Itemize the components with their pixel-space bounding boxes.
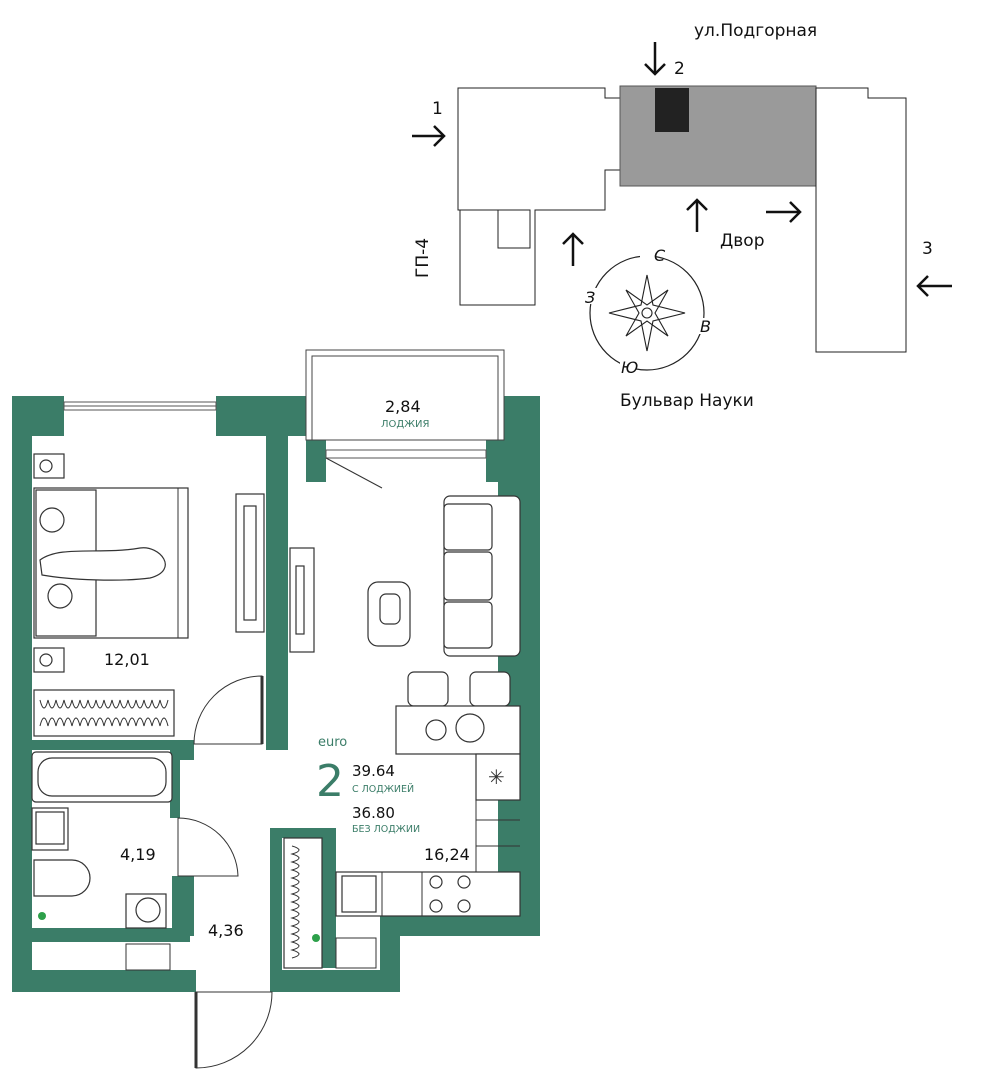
outer-walls bbox=[12, 396, 540, 992]
bathroom-door bbox=[177, 817, 239, 877]
entrance-1-label: 1 bbox=[432, 99, 443, 119]
room-count: 2 bbox=[316, 756, 344, 807]
area-without-loggia-label: БЕЗ ЛОДЖИИ bbox=[352, 824, 420, 835]
tv-stand bbox=[289, 547, 315, 653]
compass: С В Ю З bbox=[582, 246, 713, 377]
shaft-box bbox=[335, 937, 377, 969]
bedroom-area: 12,01 bbox=[104, 650, 150, 669]
bathroom-area: 4,19 bbox=[120, 845, 156, 864]
nightstand-top bbox=[33, 453, 65, 479]
bed bbox=[33, 487, 189, 639]
washbasin bbox=[31, 807, 69, 851]
loggia-area: 2,84 bbox=[385, 397, 421, 416]
arrow-up-left bbox=[562, 232, 584, 266]
hall-radiator bbox=[283, 837, 323, 969]
stove bbox=[429, 875, 471, 913]
area-with-loggia: 39.64 bbox=[352, 762, 395, 780]
drain-dot bbox=[38, 912, 46, 920]
bathtub bbox=[31, 751, 173, 803]
highlighted-section bbox=[619, 85, 817, 187]
compass-star-icon bbox=[608, 274, 686, 352]
building-gp4-outline bbox=[457, 87, 621, 306]
sink bbox=[341, 875, 377, 913]
sofa bbox=[443, 495, 521, 657]
arrow-up-center bbox=[686, 198, 708, 232]
entrance-arrow-2 bbox=[644, 42, 666, 76]
entry-door bbox=[195, 991, 273, 1069]
toilet bbox=[33, 859, 91, 897]
apartment-class: euro bbox=[318, 735, 347, 750]
shaft-box bbox=[82, 944, 106, 970]
drain-dot bbox=[312, 934, 320, 942]
site-plan: ГП-4 1 2 3 ул.Подгорная Двор Бульвар Нау… bbox=[412, 21, 952, 411]
hall-area: 4,36 bbox=[208, 921, 244, 940]
compass-south: Ю bbox=[621, 358, 638, 377]
building-right-outline bbox=[815, 87, 907, 353]
fridge: ✳ bbox=[475, 753, 521, 801]
bedroom-radiator bbox=[33, 689, 175, 737]
entrance-arrow-1 bbox=[412, 125, 446, 147]
area-without-loggia: 36.80 bbox=[352, 804, 395, 822]
snowflake-icon: ✳ bbox=[488, 765, 505, 789]
apartment-plan: 2,84 ЛОДЖИЯ 12,0 bbox=[12, 349, 540, 1069]
entrance-arrow-3 bbox=[916, 275, 952, 297]
wardrobe bbox=[235, 493, 265, 633]
compass-west: З bbox=[585, 288, 595, 307]
dining-table bbox=[395, 705, 521, 755]
bedroom-door bbox=[193, 675, 263, 745]
area-with-loggia-label: С ЛОДЖИЕЙ bbox=[352, 783, 414, 795]
nightstand-bottom bbox=[33, 647, 65, 673]
loggia-outline bbox=[305, 349, 505, 441]
loggia-label: ЛОДЖИЯ bbox=[381, 419, 429, 430]
dining-chairs bbox=[407, 671, 511, 707]
street-bottom-label: Бульвар Науки bbox=[620, 391, 754, 411]
section-entry-dark bbox=[655, 88, 689, 132]
street-top-label: ул.Подгорная bbox=[694, 21, 817, 41]
washing-machine bbox=[125, 893, 167, 929]
shaft-box bbox=[125, 943, 171, 971]
arrow-right-yard bbox=[766, 201, 802, 223]
entrance-2-label: 2 bbox=[674, 59, 685, 79]
shaft-box bbox=[32, 944, 68, 970]
compass-east: В bbox=[700, 317, 711, 336]
courtyard-label: Двор bbox=[720, 231, 765, 251]
entrance-3-label: 3 bbox=[922, 239, 933, 259]
building-label: ГП-4 bbox=[413, 238, 433, 278]
coffee-table bbox=[367, 581, 411, 647]
kitchen-area: 16,24 bbox=[424, 845, 470, 864]
apartment-summary: euro 2 39.64 С ЛОДЖИЕЙ 36.80 БЕЗ ЛОДЖИИ bbox=[316, 735, 420, 835]
balcony-door bbox=[325, 449, 487, 459]
compass-north: С bbox=[654, 246, 666, 265]
